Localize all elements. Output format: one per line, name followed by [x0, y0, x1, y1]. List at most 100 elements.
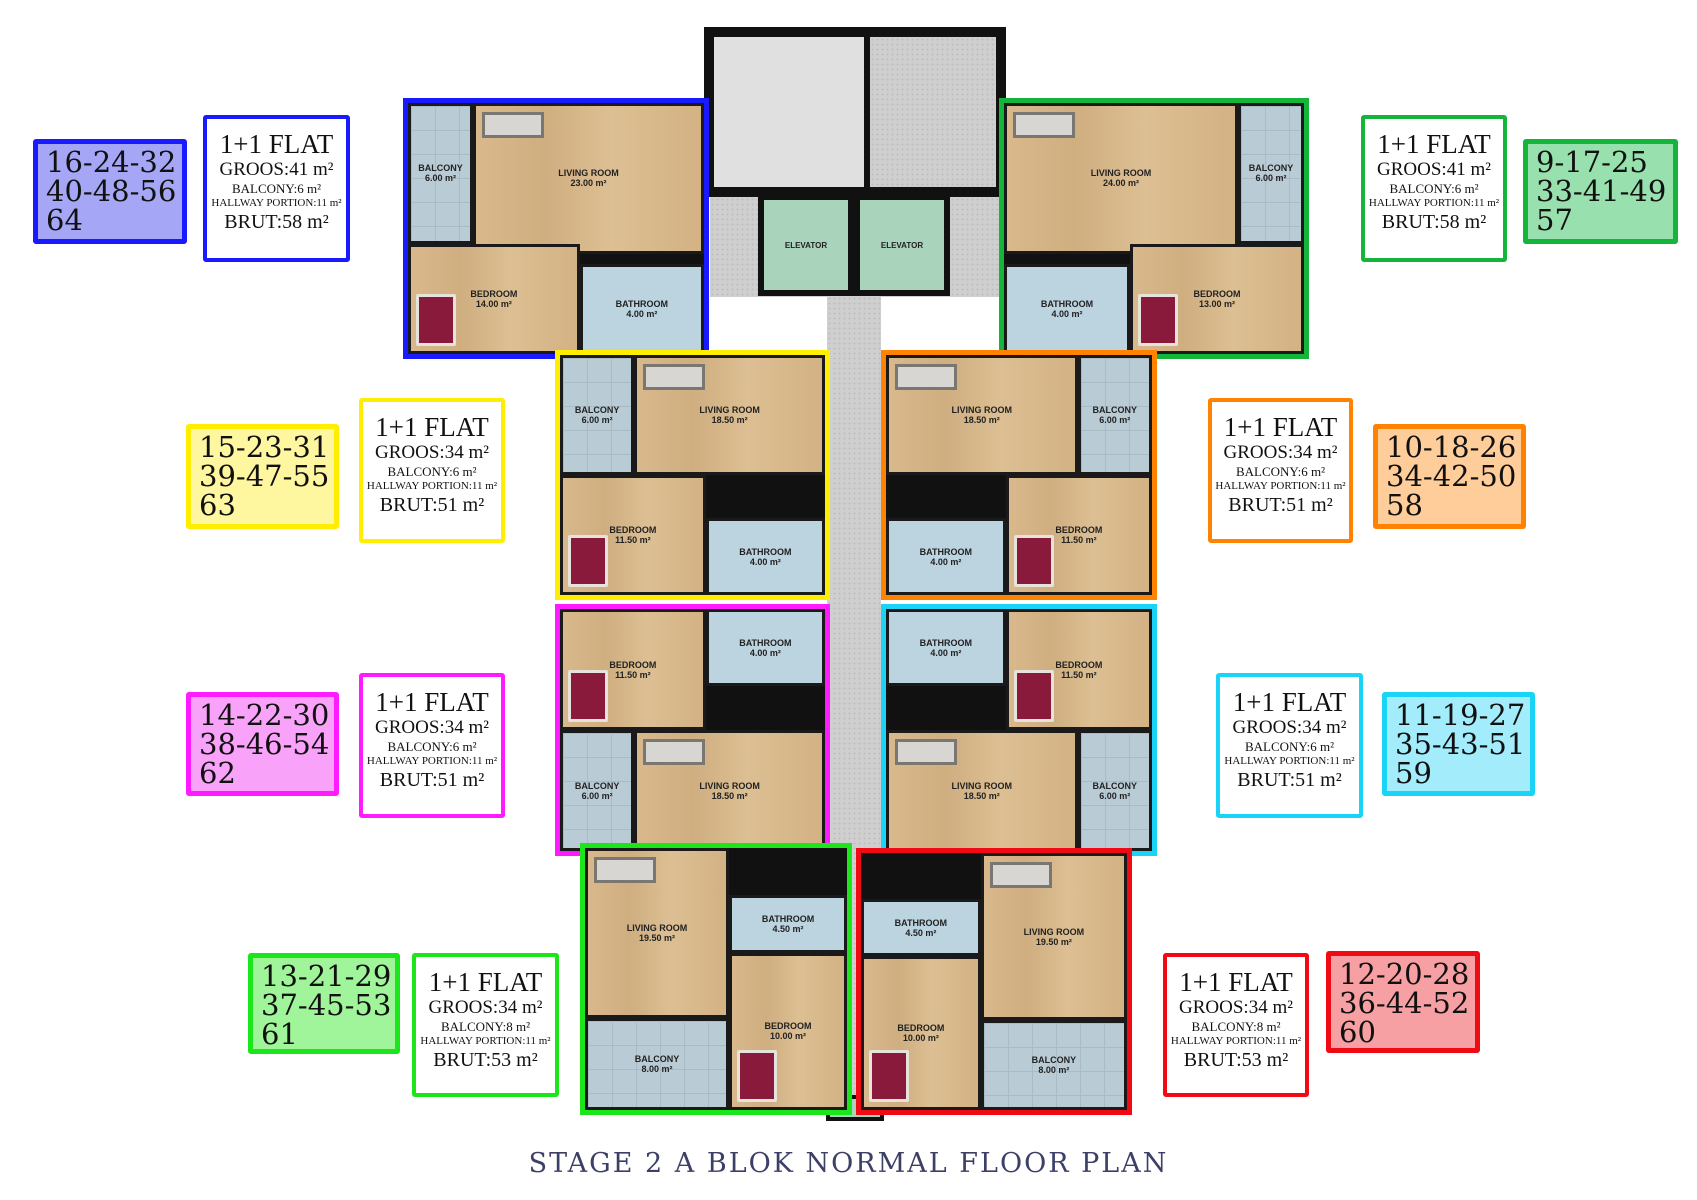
balcony-area: BALCONY:8 m²: [1191, 1019, 1281, 1034]
elevator-label: ELEVATOR: [880, 240, 924, 250]
brut-area: BRUT:53 m²: [1183, 1049, 1289, 1071]
room-area: 6.00 m²: [425, 173, 457, 184]
bed-icon: [1013, 670, 1054, 722]
room-area: 14.00 m²: [475, 298, 512, 309]
flat-type: 1+1 FLAT: [428, 967, 543, 997]
room-label: BATHROOM: [739, 637, 792, 648]
brut-area: BRUT:51 m²: [1237, 769, 1342, 791]
room-label: BALCONY: [1092, 405, 1138, 415]
room-label: BEDROOM: [1055, 525, 1103, 535]
sofa-icon: [895, 739, 957, 765]
room-label: LIVING ROOM: [699, 405, 760, 415]
hallway-portion: HALLWAY PORTION:11 m²: [366, 755, 498, 767]
room-area: 19.50 m²: [639, 933, 676, 944]
room-area: 4.00 m²: [930, 556, 962, 567]
flat-number-line: 34-42-50: [1386, 459, 1517, 493]
flat-number-line: 39-47-55: [199, 459, 330, 493]
room-label: BATHROOM: [615, 298, 668, 309]
flat-number-line: 10-18-26: [1386, 430, 1517, 464]
flat-number-line: 40-48-56: [46, 174, 177, 208]
balcony-area: BALCONY:6 m²: [1389, 181, 1479, 196]
room-area: 13.00 m²: [1198, 298, 1236, 309]
room-label: BATHROOM: [1040, 298, 1094, 309]
room-label: BATHROOM: [919, 546, 972, 557]
balcony-area: BALCONY:6 m²: [1244, 739, 1334, 754]
elevator-label: ELEVATOR: [784, 240, 828, 250]
room-area: 4.00 m²: [1051, 308, 1083, 319]
bed-icon: [869, 1049, 909, 1102]
flat-number-line: 64: [46, 203, 83, 237]
room-area: 4.50 m²: [905, 927, 937, 938]
room-label: BEDROOM: [1193, 288, 1241, 299]
sofa-icon: [895, 364, 957, 390]
sofa-icon: [989, 862, 1052, 888]
flat-type: 1+1 FLAT: [1232, 687, 1347, 717]
hallway-portion: HALLWAY PORTION:11 m²: [1170, 1035, 1302, 1047]
flat-number-line: 38-46-54: [199, 727, 330, 761]
bed-icon: [568, 670, 608, 722]
room-label: LIVING ROOM: [1023, 926, 1085, 937]
room-area: 6.00 m²: [581, 790, 613, 801]
room-area: 8.00 m²: [641, 1064, 673, 1075]
room-label: BALCONY: [574, 405, 620, 415]
flat-number-line: 9-17-25: [1536, 145, 1648, 179]
flat-number-line: 14-22-30: [199, 698, 330, 732]
flat-number-line: 63: [199, 488, 236, 522]
room-area: 19.50 m²: [1035, 936, 1072, 947]
room-area: 4.50 m²: [772, 923, 804, 934]
room-label: LIVING ROOM: [1090, 168, 1152, 179]
room-label: BALCONY: [1248, 163, 1294, 174]
bed-icon: [1013, 535, 1054, 587]
gross-area: GROOS:34 m²: [428, 997, 543, 1018]
flat-number-line: 35-43-51: [1395, 727, 1526, 761]
room-label: BATHROOM: [739, 546, 792, 557]
balcony-area: BALCONY:6 m²: [1235, 464, 1325, 479]
room-area: 11.50 m²: [1061, 669, 1097, 680]
flat-type: 1+1 FLAT: [375, 412, 489, 442]
flat-number-line: 13-21-29: [261, 959, 392, 993]
room-area: 4.00 m²: [626, 308, 658, 319]
room-area: 6.00 m²: [1099, 790, 1131, 801]
gross-area: GROOS:41 m²: [1377, 159, 1491, 180]
gross-area: GROOS:34 m²: [1232, 717, 1347, 738]
room-label: BATHROOM: [761, 913, 815, 924]
gross-area: GROOS:34 m²: [1179, 997, 1293, 1018]
room-label: BEDROOM: [897, 1022, 945, 1033]
room-area: 11.50 m²: [615, 535, 651, 545]
room-area: 4.00 m²: [749, 647, 781, 658]
sofa-icon: [643, 364, 706, 390]
flat-number-line: 57: [1536, 203, 1573, 237]
flat-type: 1+1 FLAT: [375, 687, 489, 717]
flat-number-line: 11-19-27: [1395, 698, 1526, 732]
balcony-area: BALCONY:8 m²: [440, 1019, 530, 1034]
room-area: 23.00 m²: [570, 178, 607, 189]
room-label: BEDROOM: [609, 525, 657, 535]
